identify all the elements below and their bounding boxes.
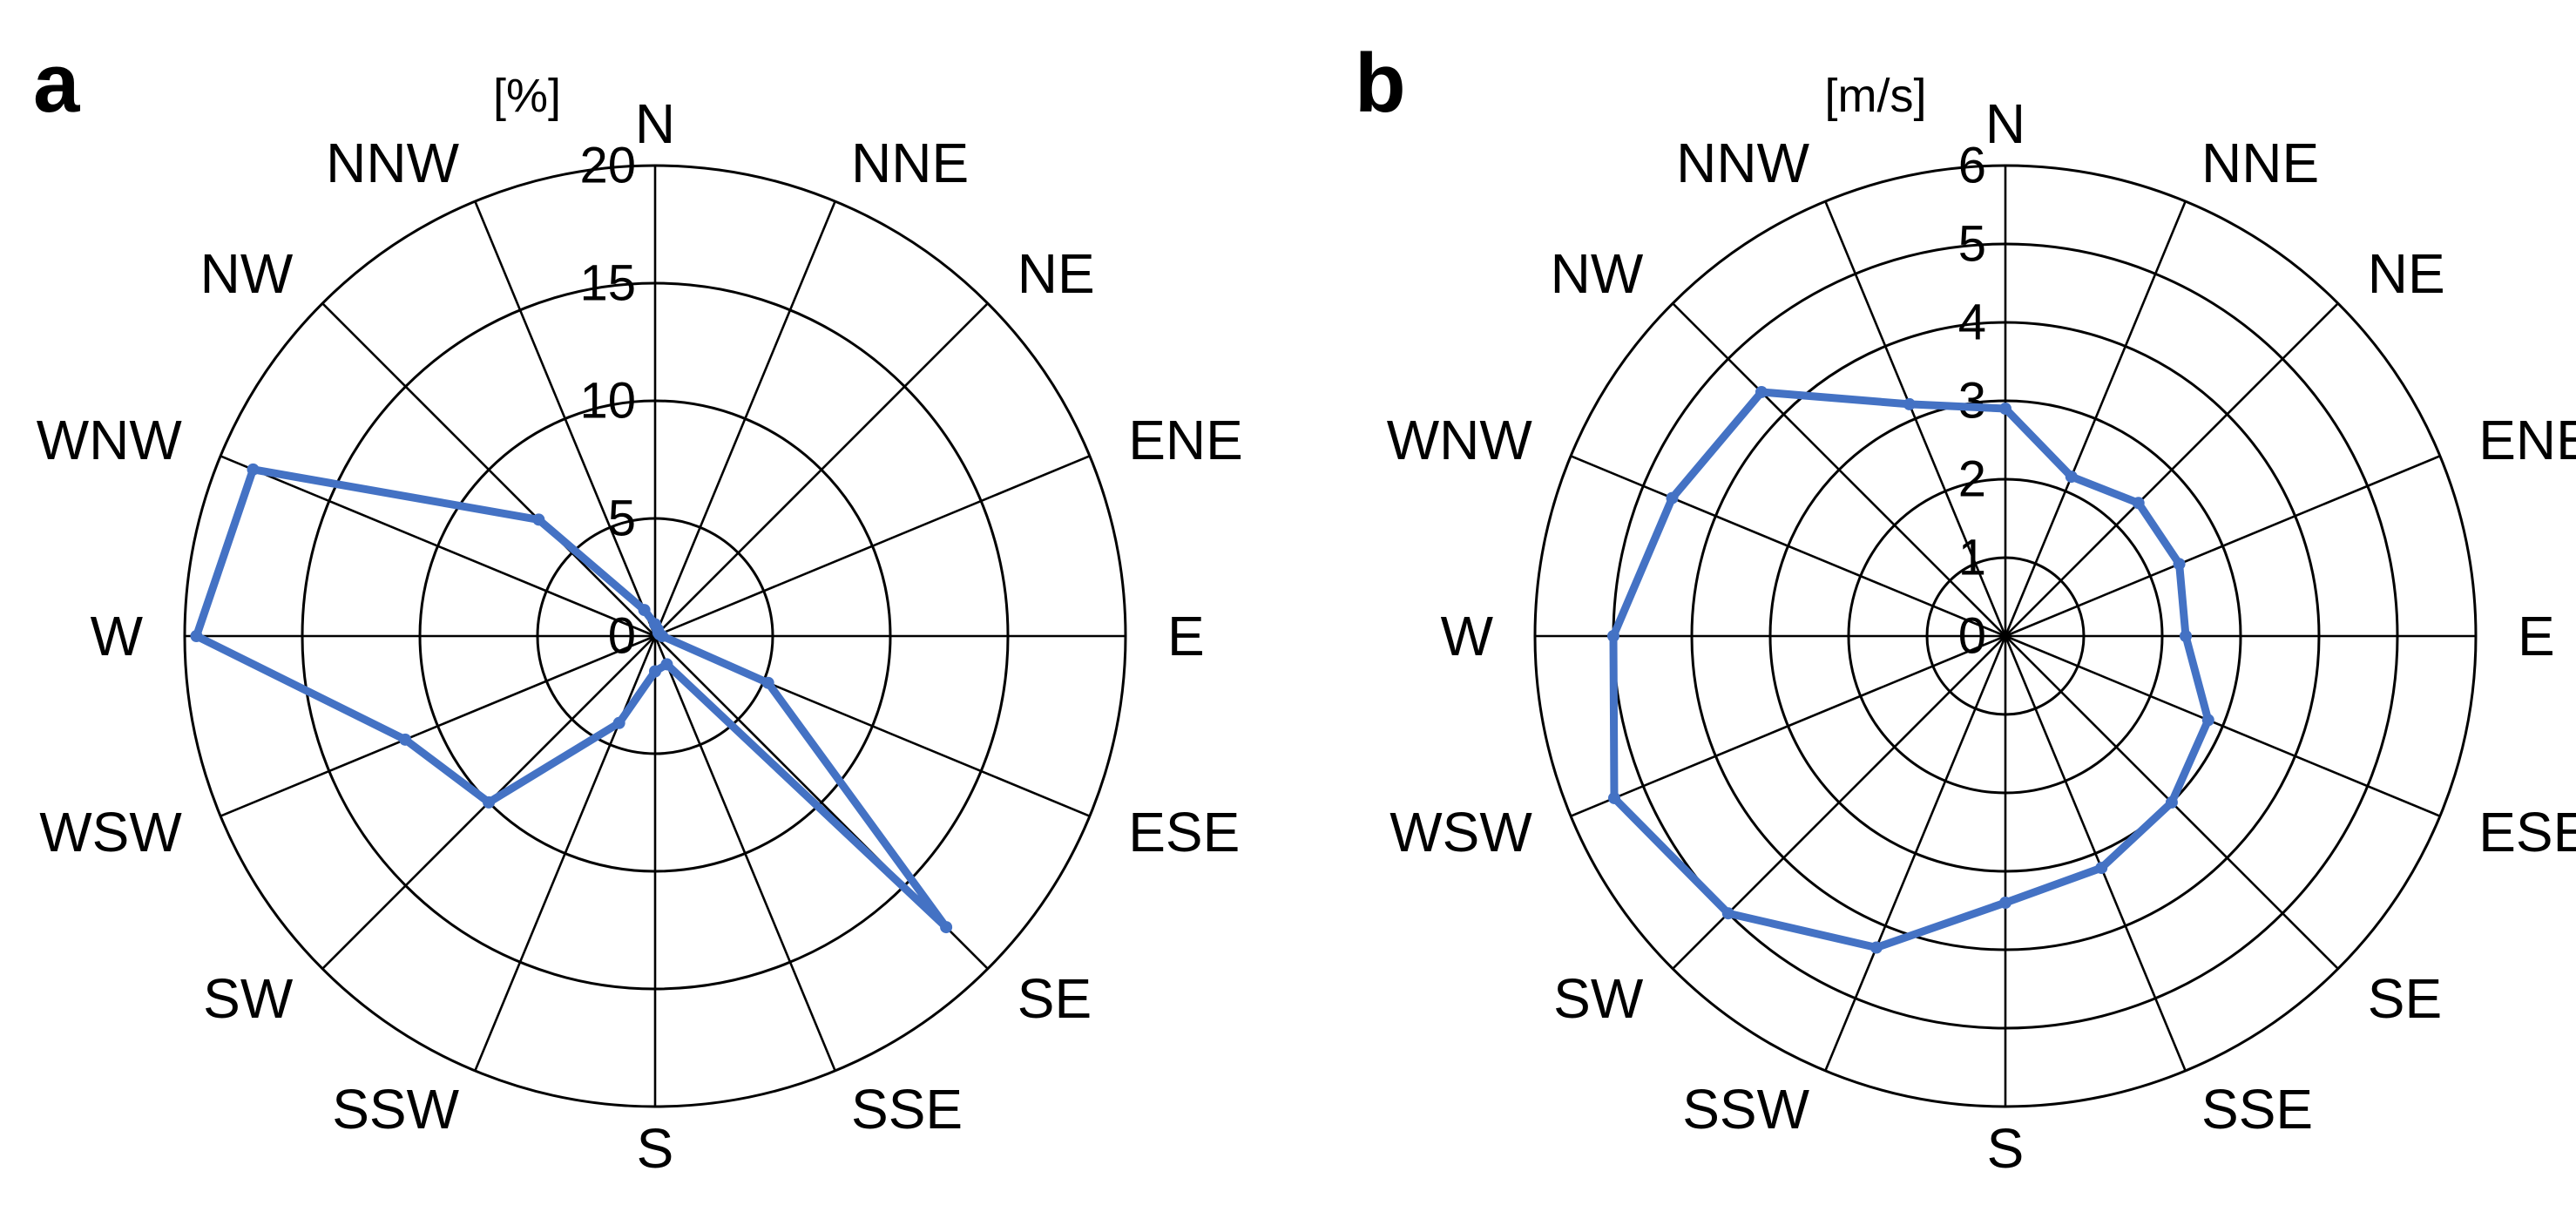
grid-spoke [474,200,657,637]
radial-tick-label: 4 [1958,295,1986,351]
radial-tick-label: 0 [1958,608,1986,665]
direction-label-nw: NW [1551,242,1644,305]
unit-label: [m/s] [1825,70,1927,122]
grid-spoke [654,302,989,637]
direction-label-n: N [1985,92,2025,155]
data-point-ese [2201,714,2214,727]
direction-label-se: SE [2368,967,2442,1030]
direction-label-s: S [1987,1117,2025,1180]
direction-label-nnw: NNW [1676,132,1809,194]
direction-label-w: W [91,605,144,667]
data-point-w [1607,630,1619,642]
panel-label: a [33,37,80,130]
data-point-ssw [612,716,625,729]
grid-spoke [654,455,1091,638]
direction-label-ese: ESE [1128,801,1240,863]
grid-spoke [474,635,657,1072]
radial-tick-label: 6 [1958,138,1986,194]
wind-rose-frequency: N NNE NE ENE E ESE SE SSE S SSW SW WSW W WNW NW NNW 0 5 10… [33,37,1243,1180]
direction-label-wnw: WNW [1387,409,1533,471]
wind-rose-speed: N NNE NE ENE E ESE SE SSE S SSW SW WSW W WNW NW NNW 0 1 2 3… [1355,37,2576,1180]
data-point-se [2165,796,2178,809]
data-point-s [649,665,661,678]
radial-tick-label: 15 [579,255,636,312]
data-point-sse [660,658,673,671]
direction-label-s: S [637,1117,674,1180]
direction-label-ssw: SSW [1682,1078,1809,1141]
grid-spoke [2005,302,2339,637]
grid-spoke [1672,302,2006,637]
grid-spoke [2005,455,2441,638]
radial-tick-label: 2 [1958,451,1986,508]
direction-label-wsw: WSW [1389,801,1532,863]
grid-spoke [2004,635,2187,1072]
unit-label: [%] [493,70,561,122]
direction-label-ene: ENE [2478,409,2576,471]
direction-label-ne: NE [2368,242,2445,305]
data-point-nne [2065,471,2078,484]
direction-label-ene: ENE [1128,409,1243,471]
data-point-ene [2173,558,2186,571]
data-point-ne [2132,497,2145,510]
grid-spoke [2005,634,2441,817]
radial-tick-label: 10 [579,373,636,430]
direction-label-nne: NNE [2201,132,2319,194]
radial-tick-label: 3 [1958,373,1986,430]
data-point-s [1999,897,2011,909]
radial-tick-label: 0 [608,608,636,665]
data-point-ese [761,676,774,689]
data-point-e [2180,630,2192,642]
data-point-ssw [1869,941,1883,954]
direction-label-nw: NW [200,242,294,305]
grid-spoke [653,635,836,1072]
direction-label-w: W [1441,605,1494,667]
data-point-nw [532,513,545,526]
grid-spoke [220,455,656,638]
data-point-nnw [638,604,651,617]
direction-label-n: N [635,92,675,155]
grid-spoke [220,634,656,817]
direction-label-sw: SW [1553,967,1644,1030]
data-point-wnw [247,463,260,476]
data-point-nw [1755,385,1768,398]
direction-label-ssw: SSW [332,1078,459,1141]
grid-spoke [1824,200,2007,637]
direction-label-nnw: NNW [326,132,459,194]
direction-label-se: SE [1018,967,1092,1030]
direction-label-e: E [1167,605,1205,667]
direction-label-ese: ESE [2478,801,2576,863]
data-point-sw [1721,907,1734,920]
direction-label-sse: SSE [2201,1078,2313,1141]
radial-tick-label: 1 [1958,530,1986,586]
direction-label-wsw: WSW [39,801,182,863]
direction-label-wnw: WNW [37,409,183,471]
data-point-nnw [1903,397,1916,410]
direction-label-sw: SW [203,967,294,1030]
direction-label-nne: NNE [851,132,969,194]
data-point-se [940,921,953,934]
grid-spoke [2004,200,2187,637]
panel-label: b [1355,37,1406,130]
data-point-w [190,630,203,642]
grid-spoke [1570,634,2006,817]
grid-spoke [1570,455,2006,638]
grid-spoke [653,200,836,637]
data-point-wsw [399,733,412,746]
data-point-wnw [1666,491,1679,504]
data-point-sw [483,796,496,809]
direction-label-e: E [2518,605,2555,667]
data-point-e [656,630,669,642]
data-point-n [1999,403,2011,415]
direction-label-sse: SSE [851,1078,963,1141]
data-point-wsw [1607,791,1620,804]
grid-spoke [1824,635,2007,1072]
data-point-sse [2095,862,2108,875]
grid-spoke [321,302,656,637]
radial-tick-label: 5 [1958,216,1986,273]
radial-tick-label: 20 [579,138,636,194]
radial-tick-label: 5 [608,491,636,547]
direction-label-ne: NE [1018,242,1095,305]
